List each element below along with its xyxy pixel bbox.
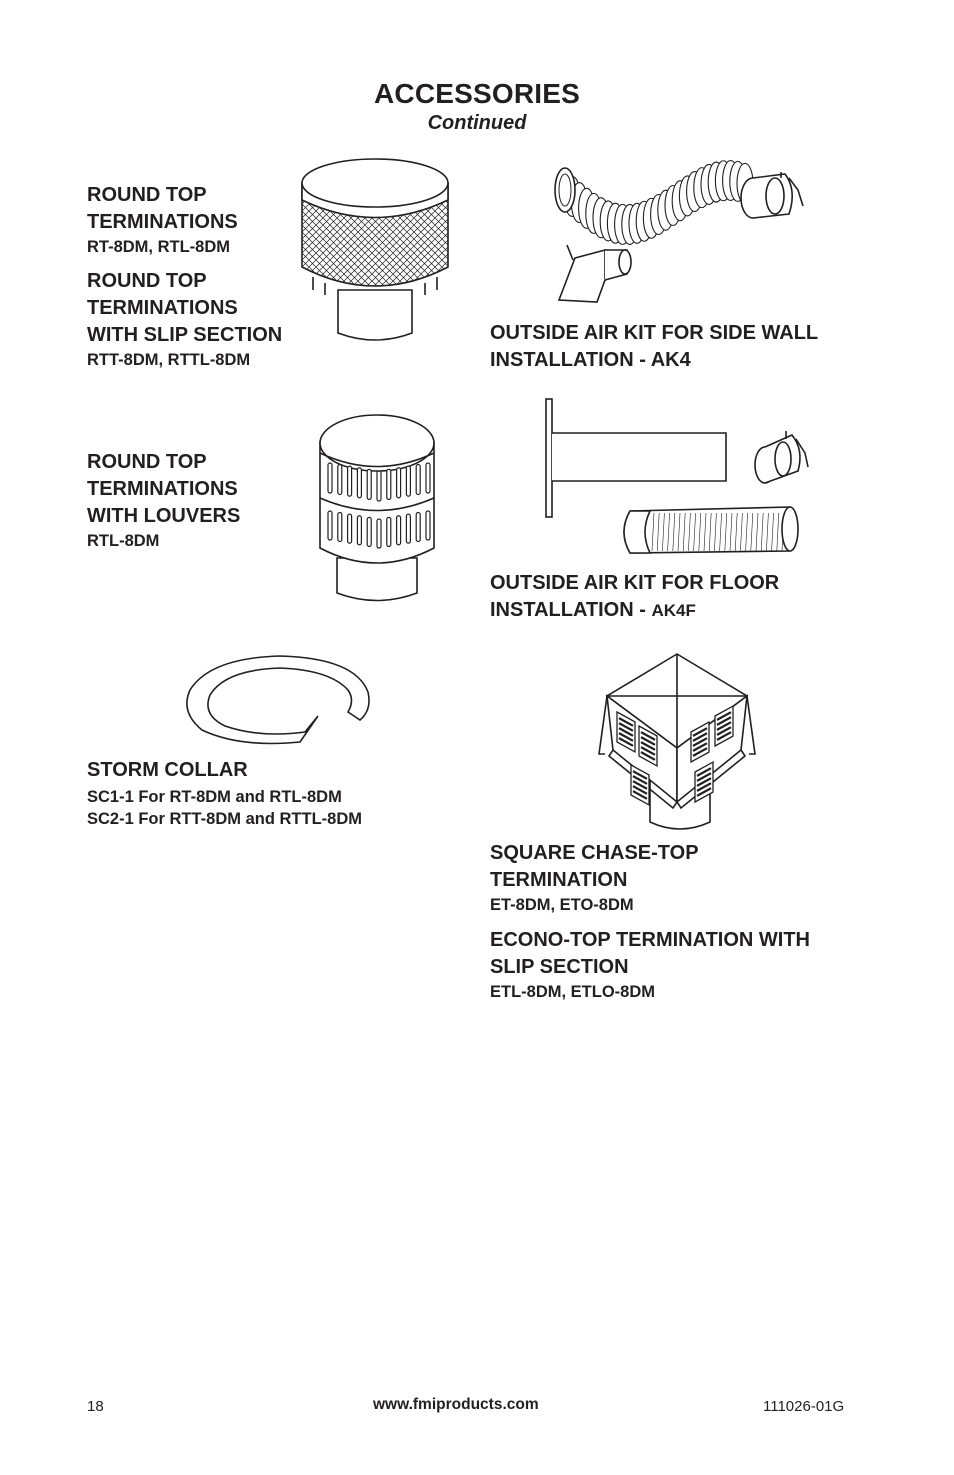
ak4-block: OUTSIDE AIR KIT FOR SIDE WALL INSTALLATI…: [490, 320, 818, 374]
round-top-louvers-heading-3: WITH LOUVERS: [87, 505, 241, 527]
round-top-heading-2: TERMINATIONS: [87, 211, 238, 233]
ak4-side-wall-kit-illustration: [554, 159, 804, 303]
round-top-slip-heading-2: TERMINATIONS: [87, 297, 238, 319]
ak4-heading-1: OUTSIDE AIR KIT FOR SIDE WALL: [490, 322, 819, 344]
ak4f-block: OUTSIDE AIR KIT FOR FLOOR INSTALLATION -…: [490, 570, 779, 624]
square-chase-block: SQUARE CHASE-TOP TERMINATION ET-8DM, ETO…: [490, 840, 699, 916]
round-top-louvers-block: ROUND TOP TERMINATIONS WITH LOUVERS RTL-…: [87, 449, 240, 552]
round-top-louvers-illustration: [319, 414, 435, 602]
econo-top-heading-2: SLIP SECTION: [490, 956, 629, 978]
ak4f-heading-2-text: INSTALLATION -: [490, 599, 652, 621]
econo-top-models: ETL-8DM, ETLO-8DM: [490, 983, 655, 1001]
round-top-block: ROUND TOP TERMINATIONS RT-8DM, RTL-8DM: [87, 182, 238, 258]
square-chase-models: ET-8DM, ETO-8DM: [490, 896, 634, 914]
round-top-models: RT-8DM, RTL-8DM: [87, 238, 230, 256]
econo-top-block: ECONO-TOP TERMINATION WITH SLIP SECTION …: [490, 927, 810, 1003]
storm-collar-illustration: [186, 655, 370, 745]
round-top-louvers-heading-2: TERMINATIONS: [87, 478, 238, 500]
storm-collar-heading: STORM COLLAR: [87, 759, 248, 781]
ak4f-heading-2: INSTALLATION - AK4F: [490, 597, 779, 624]
page-number: 18: [87, 1398, 104, 1415]
square-chase-heading-2: TERMINATION: [490, 869, 628, 891]
square-chase-top-illustration: [598, 653, 756, 830]
round-top-heading-1: ROUND TOP: [87, 184, 207, 206]
round-top-louvers-models: RTL-8DM: [87, 532, 160, 550]
doc-code: 111026-01G: [763, 1398, 845, 1415]
econo-top-heading-1: ECONO-TOP TERMINATION WITH: [490, 929, 810, 951]
round-top-louvers-heading-1: ROUND TOP: [87, 451, 207, 473]
storm-collar-block: STORM COLLAR SC1-1 For RT-8DM and RTL-8D…: [87, 757, 362, 830]
square-chase-heading-1: SQUARE CHASE-TOP: [490, 842, 699, 864]
footer-url[interactable]: www.fmiproducts.com: [373, 1396, 539, 1413]
round-top-slip-heading-3: WITH SLIP SECTION: [87, 324, 283, 346]
ak4f-floor-kit-illustration: [545, 398, 809, 554]
round-top-slip-heading-1: ROUND TOP: [87, 270, 207, 292]
ak4-heading-2: INSTALLATION - AK4: [490, 349, 691, 371]
round-top-slip-block: ROUND TOP TERMINATIONS WITH SLIP SECTION…: [87, 268, 282, 371]
storm-collar-model-1: SC1-1 For RT-8DM and RTL-8DM: [87, 788, 342, 806]
round-top-slip-models: RTT-8DM, RTTL-8DM: [87, 351, 251, 369]
ak4f-model: AK4F: [651, 601, 696, 620]
round-top-termination-illustration: [301, 158, 449, 341]
ak4f-heading-1: OUTSIDE AIR KIT FOR FLOOR: [490, 572, 780, 594]
page-title: ACCESSORIES: [373, 78, 581, 109]
storm-collar-model-2: SC2-1 For RTT-8DM and RTTL-8DM: [87, 810, 362, 828]
page-subtitle: Continued: [427, 112, 527, 134]
